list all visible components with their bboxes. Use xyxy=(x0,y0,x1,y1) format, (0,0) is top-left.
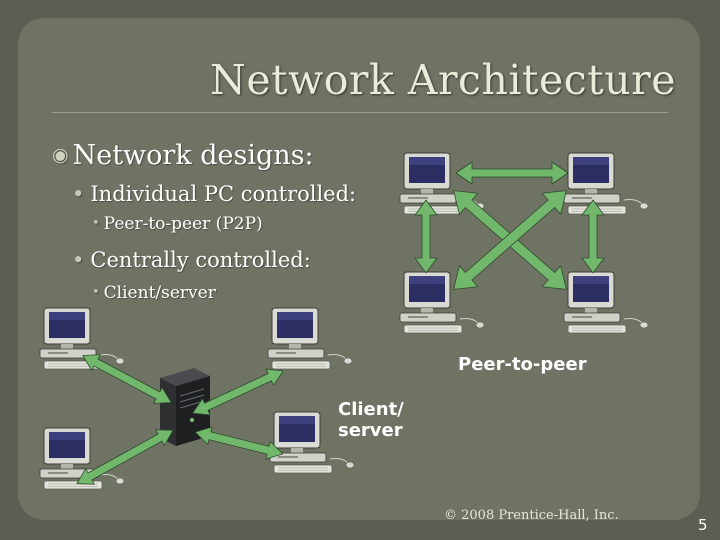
peer-to-peer-label: Peer-to-peer xyxy=(458,354,587,375)
cs-arrow-bottom-right xyxy=(194,426,284,460)
client-computer-icon xyxy=(39,307,125,370)
bullet-dot-icon: • xyxy=(72,248,85,272)
client-server-label: Client/ server xyxy=(338,399,404,441)
p2p-arrow-diagonal-2 xyxy=(453,190,567,290)
page-number: 5 xyxy=(698,516,708,534)
p2p-computer-icon xyxy=(563,271,649,334)
p2p-computer-icon xyxy=(563,152,649,215)
slide-frame xyxy=(18,18,700,520)
circle-bullet-icon: ◉ xyxy=(52,144,69,166)
p2p-arrow-left xyxy=(414,199,438,274)
title-divider xyxy=(52,112,668,113)
client-computer-icon xyxy=(267,307,353,370)
p2p-arrow-right xyxy=(581,199,605,274)
bullet-dot-icon: • xyxy=(92,285,100,300)
cs-arrow-top-right xyxy=(192,368,284,416)
bullet-network-designs-text: Network designs: xyxy=(72,140,314,171)
cs-arrow-bottom-left xyxy=(76,429,174,485)
bullet-centrally-controlled-text: Centrally controlled: xyxy=(90,248,311,272)
server-icon xyxy=(160,368,210,446)
cs-arrow-top-left xyxy=(82,354,172,404)
bullet-p2p: •Peer-to-peer (P2P) xyxy=(92,214,263,234)
p2p-arrow-top xyxy=(455,161,569,185)
bullet-client-server: •Client/server xyxy=(92,283,216,303)
bullet-dot-icon: • xyxy=(72,182,85,206)
bullet-dot-icon: • xyxy=(92,216,100,231)
bullet-individual-pc-text: Individual PC controlled: xyxy=(90,182,357,206)
bullet-network-designs: ◉Network designs: xyxy=(52,140,314,171)
copyright-footer: © 2008 Prentice-Hall, Inc. xyxy=(444,508,619,523)
slide-title: Network Architecture xyxy=(209,56,676,104)
client-server-label-line2: server xyxy=(338,420,403,441)
client-server-label-line1: Client/ xyxy=(338,399,404,420)
bullet-client-server-text: Client/server xyxy=(103,283,216,303)
bullet-p2p-text: Peer-to-peer (P2P) xyxy=(103,214,263,234)
bullet-individual-pc: •Individual PC controlled: xyxy=(72,182,356,206)
bullet-centrally-controlled: •Centrally controlled: xyxy=(72,248,311,272)
